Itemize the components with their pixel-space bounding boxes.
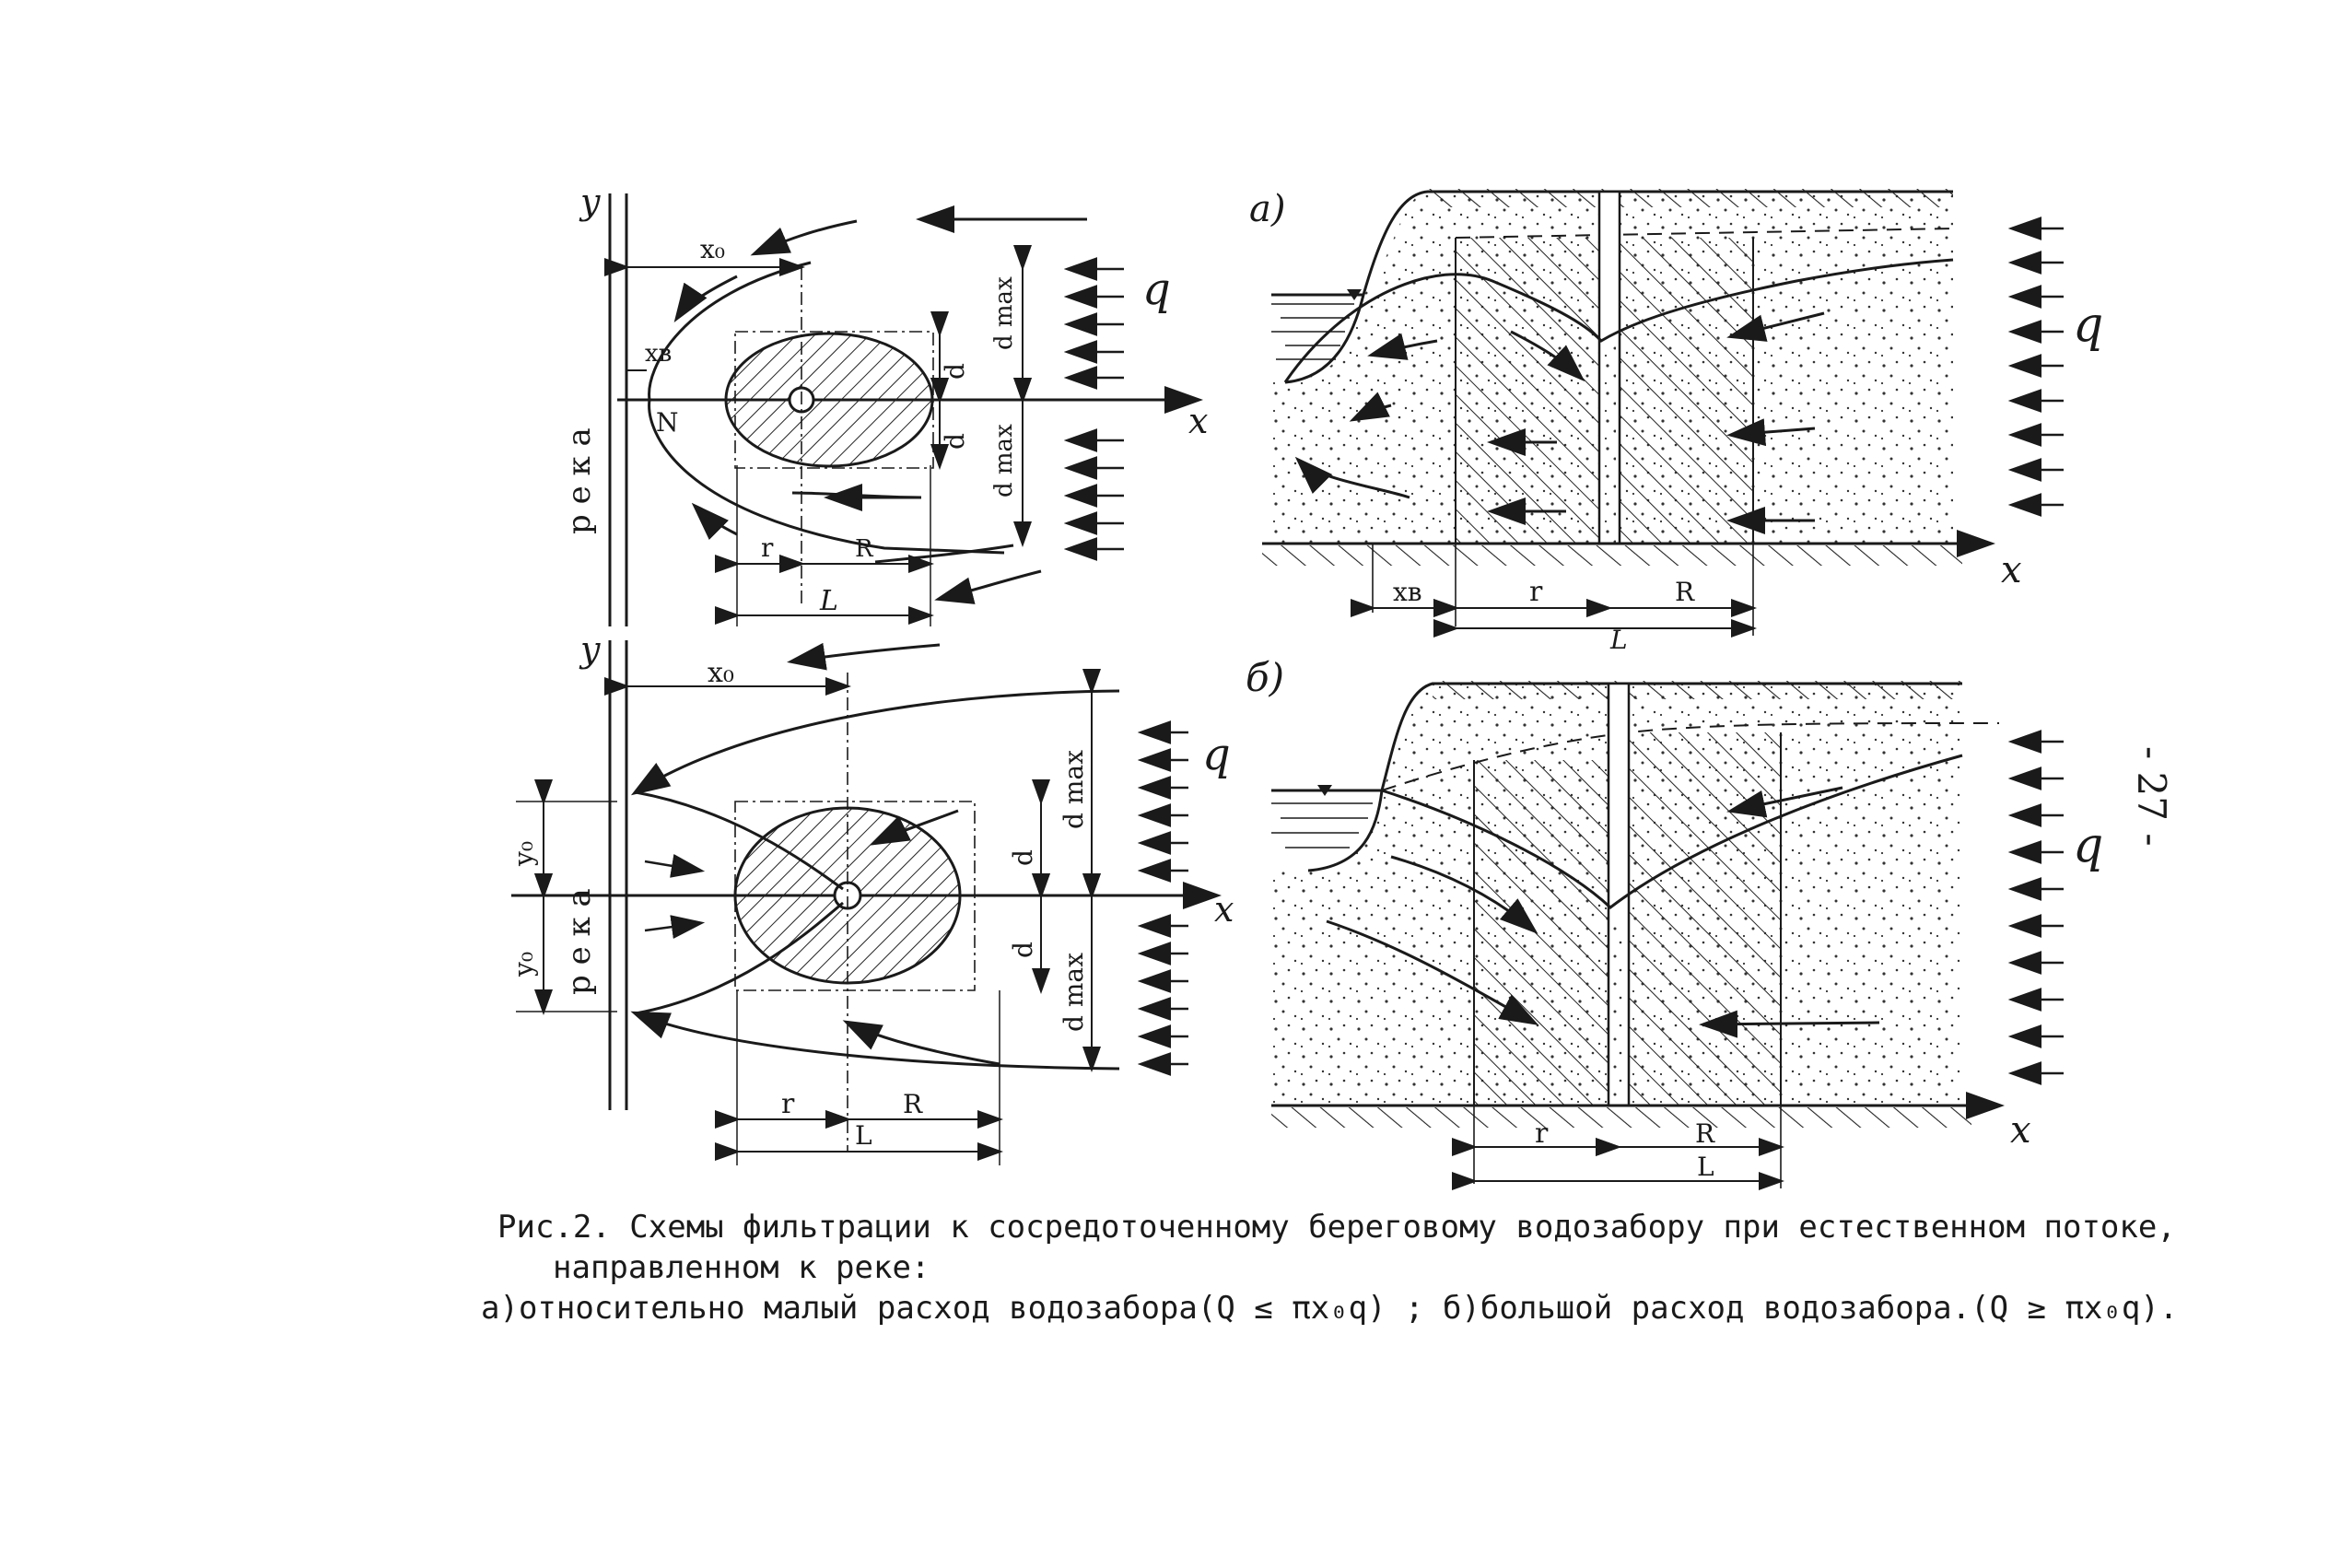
plan-a-xb-label: xв: [645, 340, 672, 368]
inflow-arrows-q: [2007, 216, 2064, 517]
section-a-labels: а) xв r R L x q: [1249, 188, 2103, 655]
plan-a-r-label: r: [761, 532, 774, 563]
plan-a-dmax-lower: d max: [990, 424, 1018, 497]
hatched-zone-right: [1629, 732, 1781, 1106]
plan-b-y-label: y: [579, 629, 601, 670]
plan-a-L-label: L: [819, 585, 838, 617]
depression-curve: [1283, 258, 1954, 383]
plan-b-d-lower: d: [1008, 942, 1038, 958]
plan-b: [511, 640, 1222, 1165]
plan-b-labels: y x x₀ y₀ y₀ d d d max d max r R L q р е…: [509, 629, 1234, 1151]
hatched-zone-left: [1474, 760, 1609, 1106]
section-a-x: x: [2001, 549, 2022, 591]
inflow-arrows-q: [1063, 257, 1124, 561]
hatched-zone-right: [1620, 238, 1753, 544]
plan-b-x0-label: x₀: [708, 657, 734, 689]
plan-b-y0-upper: y₀: [509, 841, 539, 867]
plan-a-dmax-upper: d max: [990, 276, 1018, 350]
section-b-x: x: [2010, 1109, 2031, 1152]
plan-a-y-label: y: [579, 181, 601, 222]
section-a-title: а): [1249, 188, 1285, 230]
bank-profile: [1284, 190, 1953, 384]
river-water: [1271, 790, 1382, 871]
plan-a-d-lower: d: [940, 433, 970, 450]
plan-b-x-label: x: [1214, 889, 1234, 930]
plan-b-river-label: р е к а: [561, 888, 598, 995]
plan-b-r-label: r: [781, 1088, 795, 1120]
section-b-labels: б) r R L x q: [1246, 655, 2103, 1182]
plan-b-L-label: L: [855, 1120, 872, 1151]
plan-b-R-label: R: [903, 1089, 923, 1119]
section-a-r: r: [1529, 576, 1543, 608]
inflow-arrows-q: [2007, 730, 2064, 1085]
depression-zone: [724, 332, 934, 468]
plan-a: [604, 193, 1203, 626]
section-b-title: б): [1246, 655, 1284, 700]
section-b: [1271, 681, 2064, 1190]
section-b-R: R: [1695, 1118, 1715, 1149]
dividing-streamline: [648, 261, 1005, 555]
caption-line-3: а)относительно малый расход водозабора(Q…: [481, 1290, 2179, 1327]
section-b-r: r: [1535, 1117, 1549, 1150]
section-b-q: q: [2073, 818, 2103, 873]
plan-a-d-upper: d: [940, 363, 970, 380]
section-a: [1262, 189, 2064, 638]
section-a-q: q: [2073, 298, 2103, 353]
caption-line-2: направленном к реке:: [553, 1249, 930, 1286]
plan-a-q-label: q: [1142, 263, 1171, 315]
hatched-zone-left: [1456, 238, 1599, 544]
plan-a-labels: y x x₀ xв N d d d max d max r R L q р е …: [561, 181, 1208, 617]
section-b-L: L: [1697, 1152, 1714, 1182]
plan-a-river-label: р е к а: [561, 427, 598, 534]
plan-b-q-label: q: [1202, 729, 1231, 780]
plan-a-R-label: R: [855, 535, 874, 563]
plan-a-x-label: x: [1188, 401, 1208, 441]
depression-curve: [1381, 754, 1963, 909]
plan-a-N-label: N: [656, 407, 679, 438]
caption-line-1: Рис.2. Схемы фильтрации к сосредоточенно…: [497, 1209, 2176, 1246]
plan-a-x0-label: x₀: [700, 234, 725, 264]
plan-b-dmax-upper: d max: [1059, 750, 1089, 829]
plan-b-d-upper: d: [1008, 849, 1038, 866]
plan-b-y0-lower: y₀: [509, 952, 539, 977]
inflow-arrows-q: [1137, 720, 1188, 1076]
section-a-R: R: [1675, 577, 1695, 607]
page-number: - 27 -: [2129, 746, 2174, 847]
section-a-xb: xв: [1393, 577, 1422, 607]
section-a-L: L: [1609, 625, 1628, 655]
figure-caption: Рис.2. Схемы фильтрации к сосредоточенно…: [481, 1207, 2248, 1328]
river-water: [1271, 295, 1363, 382]
plan-b-dmax-lower: d max: [1059, 953, 1089, 1032]
